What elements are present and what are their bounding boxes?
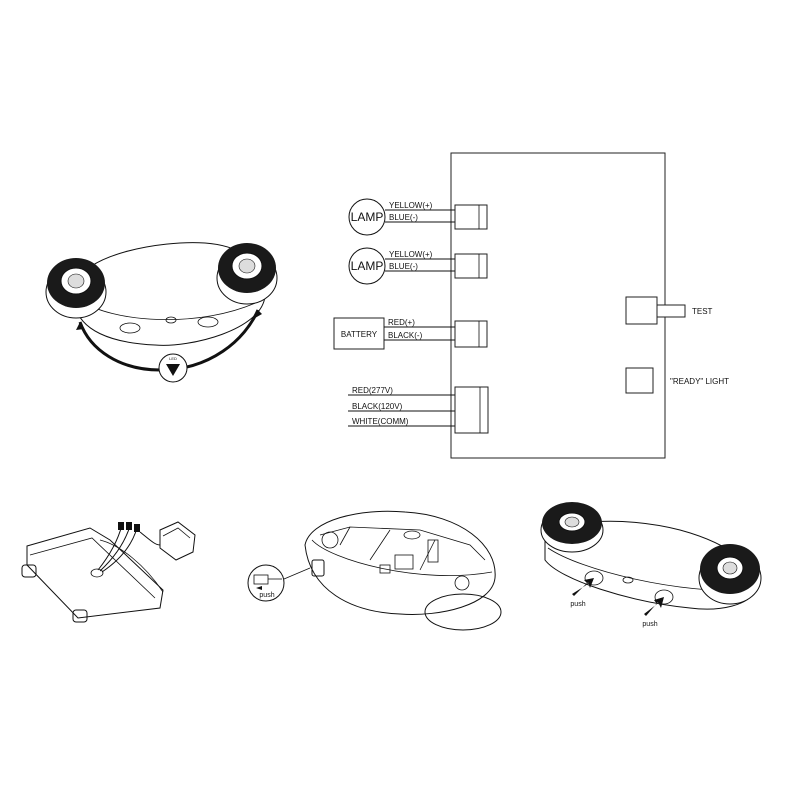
fixture-right-lamp-head [216,243,278,305]
wire-white-comm: WHITE(COMM) [352,417,409,426]
lamp-1-connector [454,204,488,230]
battery-symbol [333,317,385,350]
ac-input-connector [454,386,489,434]
lamp-2-circuit: LAMP YELLOW(+) BLUE(-) [348,247,488,285]
lamp-1-label: LAMP [351,210,384,224]
knockout-right-lamp-head [698,544,762,605]
test-switch: TEST [625,296,713,325]
fixture-with-connector-illustration: LED [45,242,278,383]
ready-light-indicator [625,367,654,394]
lamp-2-connector [454,253,488,279]
connector-push-label: push [259,592,274,599]
lamp-2-wire-negative: BLUE(-) [389,262,418,271]
battery-wire-negative: BLACK(-) [388,331,423,340]
open-housing-illustration: push [247,510,502,631]
fixture-left-lamp-head [45,258,107,319]
lamp-1-symbol [348,198,386,236]
lamp-1-wire-positive: YELLOW(+) [389,201,433,210]
knockout-push-label-1: push [570,601,585,608]
wiring-diagram: LAMP YELLOW(+) BLUE(-) LAMP YELLOW(+) BL… [333,152,729,459]
battery-wire-positive: RED(+) [388,318,415,327]
lamp-2-label: LAMP [351,259,384,273]
wire-red-277v: RED(277V) [352,386,393,395]
test-switch-button [656,304,686,318]
knockout-push-illustration: push push [540,502,762,628]
test-switch-body [625,296,658,325]
lamp-2-wire-positive: YELLOW(+) [389,250,433,259]
ready-light-label: "READY" LIGHT [670,377,729,386]
wire-black-120v: BLACK(120V) [352,402,403,411]
ready-light: "READY" LIGHT [625,367,729,394]
push-connector-detail: push [247,564,311,602]
led-connector-badge: LED [158,353,188,383]
lamp-2-symbol [348,247,386,285]
battery-label: BATTERY [341,330,378,339]
lamp-1-circuit: LAMP YELLOW(+) BLUE(-) [348,198,488,236]
knockout-left-lamp-head [540,502,604,553]
led-badge-label: LED [169,356,177,361]
test-label: TEST [692,307,713,316]
knockout-push-label-2: push [642,621,657,628]
cover-plate-illustration [21,521,196,623]
ac-input-circuit: RED(277V) BLACK(120V) WHITE(COMM) [348,386,489,434]
battery-circuit: BATTERY RED(+) BLACK(-) [333,317,488,350]
battery-connector [454,320,488,348]
lamp-1-wire-negative: BLUE(-) [389,213,418,222]
